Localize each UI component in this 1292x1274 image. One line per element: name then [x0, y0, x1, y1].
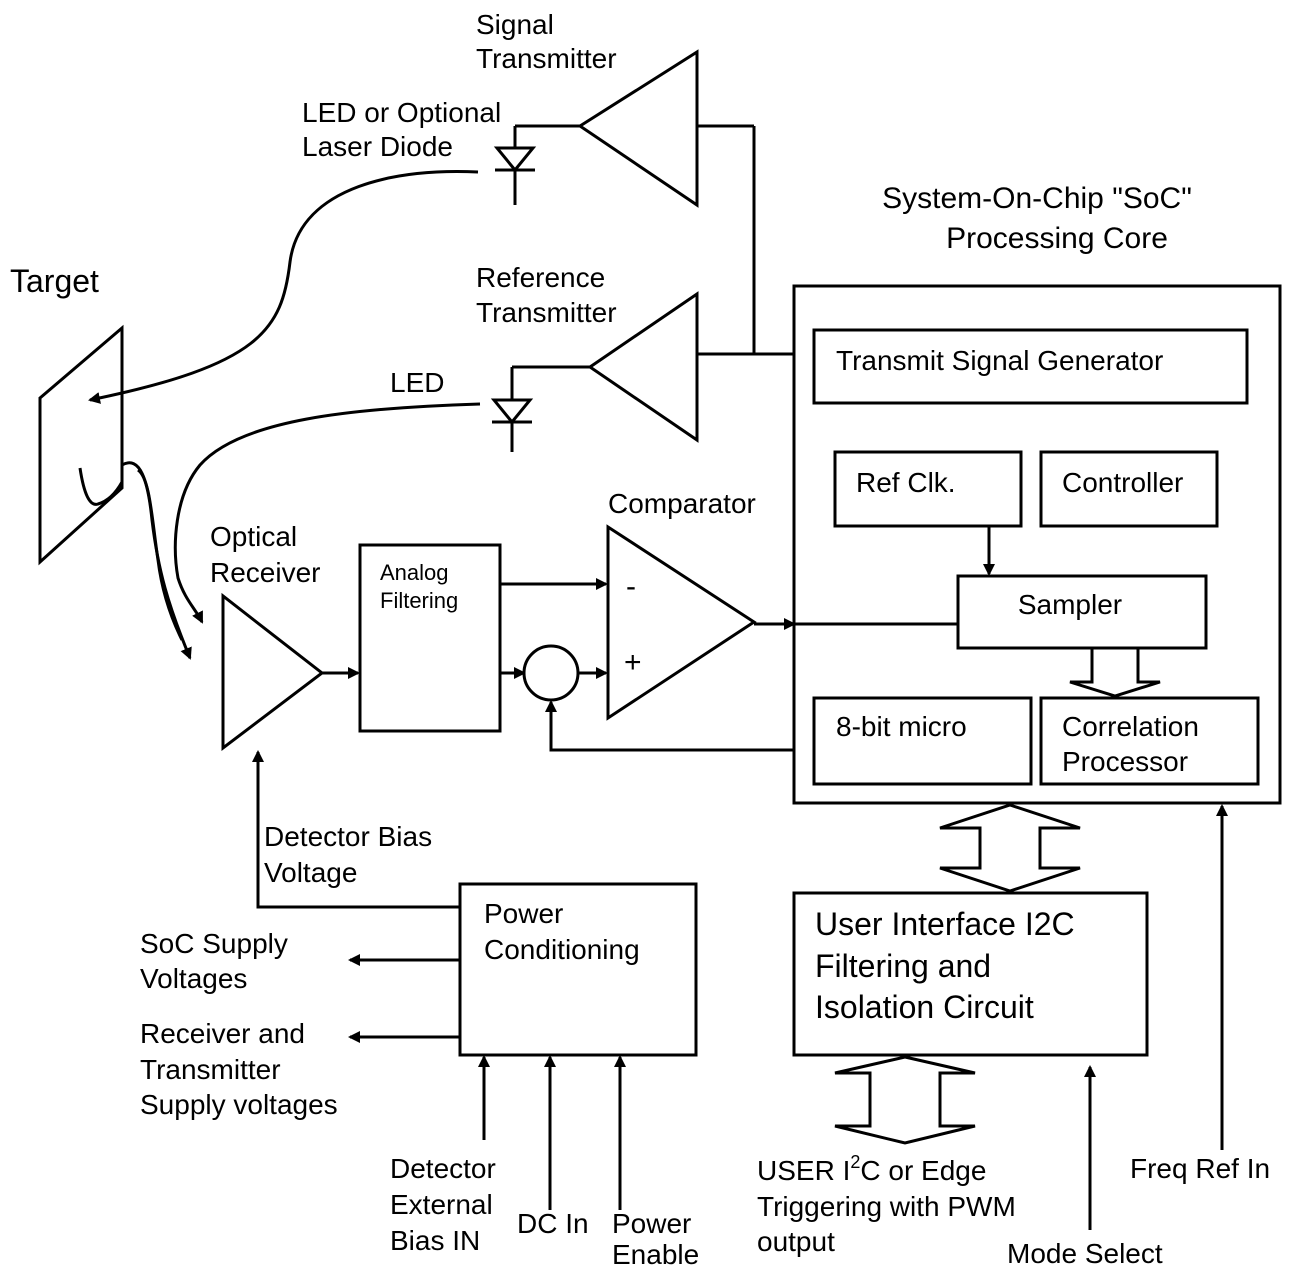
return-beam-1	[121, 461, 192, 660]
sampler-to-correlation-arrow	[1069, 646, 1161, 698]
rx-tx-supply-label-1: Receiver and	[140, 1018, 305, 1049]
dc-in-label: DC In	[517, 1208, 589, 1239]
ui-user-bus-arrow	[834, 1055, 976, 1145]
return-beam-2	[136, 468, 184, 641]
user-i2c-label-2: Triggering with PWM	[757, 1191, 1016, 1222]
micro-8bit-label: 8-bit micro	[836, 711, 967, 742]
comparator-label: Comparator	[608, 488, 756, 519]
rx-tx-supply-label-2: Transmitter	[140, 1054, 281, 1085]
target-label: Target	[10, 263, 99, 299]
micro-8bit-block	[812, 696, 1033, 786]
power-conditioning-label-1: Power	[484, 898, 563, 929]
reference-transmitter-label-1: Reference	[476, 262, 605, 293]
detector-bias-arrow	[252, 750, 460, 909]
power-conditioning-label-2: Conditioning	[484, 934, 640, 965]
user-i2c-label-3: output	[757, 1226, 835, 1257]
correlation-processor-block	[1039, 696, 1260, 786]
soc-ui-bus-arrow	[939, 803, 1081, 893]
soc-title-1: System-On-Chip "SoC"	[882, 182, 1192, 215]
led-laser-label-1: LED or Optional	[302, 97, 501, 128]
ref-clk-block	[833, 450, 1023, 528]
sampler-label: Sampler	[1018, 589, 1122, 620]
beam-to-receiver	[173, 402, 481, 624]
detector-bias-label-2: Voltage	[264, 857, 357, 888]
laser-diode-icon	[493, 126, 537, 205]
comparator-plus-sign: +	[624, 646, 642, 679]
summing-junction	[522, 644, 580, 702]
soc-title-2: Processing Core	[946, 222, 1168, 255]
beam-to-target	[88, 170, 479, 404]
correlation-label-1: Correlation	[1062, 711, 1199, 742]
led-label: LED	[390, 367, 444, 398]
power-enable-label-2: Enable	[612, 1239, 699, 1269]
signal-transmitter-label-1: Signal	[476, 9, 554, 40]
ref-clk-label: Ref Clk.	[856, 467, 956, 498]
user-i2c-label-1a: USER I	[757, 1155, 850, 1186]
led-diode-icon	[490, 367, 534, 452]
analog-filtering-label-1: Analog	[380, 560, 449, 585]
controller-label: Controller	[1062, 467, 1183, 498]
transmit-signal-generator-label: Transmit Signal Generator	[836, 345, 1163, 376]
ui-label-3: Isolation Circuit	[815, 989, 1034, 1025]
ui-label-1: User Interface I2C	[815, 906, 1075, 942]
comparator-minus-sign: -	[626, 570, 636, 603]
analog-filtering-block	[358, 543, 502, 733]
signal-transmitter	[515, 49, 754, 208]
target	[38, 324, 124, 566]
rx-tx-supply-label-3: Supply voltages	[140, 1089, 338, 1120]
det-ext-bias-label-3: Bias IN	[390, 1225, 480, 1256]
user-interface-block	[792, 891, 1149, 1057]
correlation-label-2: Processor	[1062, 746, 1188, 777]
signal-transmitter-label-2: Transmitter	[476, 43, 617, 74]
soc-supply-label-2: Voltages	[140, 963, 247, 994]
sampler-block	[956, 574, 1208, 650]
optical-receiver-amp	[221, 592, 325, 752]
user-i2c-label-1b: C or Edge	[860, 1155, 986, 1186]
analog-filtering-label-2: Filtering	[380, 588, 458, 613]
mode-select-label: Mode Select	[1007, 1238, 1163, 1269]
soc-supply-label-1: SoC Supply	[140, 928, 288, 959]
reference-transmitter-label-2: Transmitter	[476, 297, 617, 328]
user-i2c-label-1: USER I2C or Edge	[757, 1152, 986, 1186]
feedback-to-summer	[545, 700, 794, 752]
controller-block	[1039, 450, 1219, 528]
power-enable-label-1: Power	[612, 1208, 691, 1239]
freq-ref-label: Freq Ref In	[1130, 1153, 1270, 1184]
led-laser-label-2: Laser Diode	[302, 131, 453, 162]
user-i2c-label-1sup: 2	[850, 1152, 860, 1172]
optical-receiver-label-1: Optical	[210, 521, 297, 552]
transmit-signal-generator	[812, 328, 1249, 405]
power-conditioning-block	[458, 882, 698, 1057]
comparator-amp	[606, 524, 757, 721]
ui-label-2: Filtering and	[815, 948, 991, 984]
det-ext-bias-label-2: External	[390, 1189, 493, 1220]
det-ext-bias-label-1: Detector	[390, 1153, 496, 1184]
optical-receiver-label-2: Receiver	[210, 557, 320, 588]
detector-bias-label-1: Detector Bias	[264, 821, 432, 852]
